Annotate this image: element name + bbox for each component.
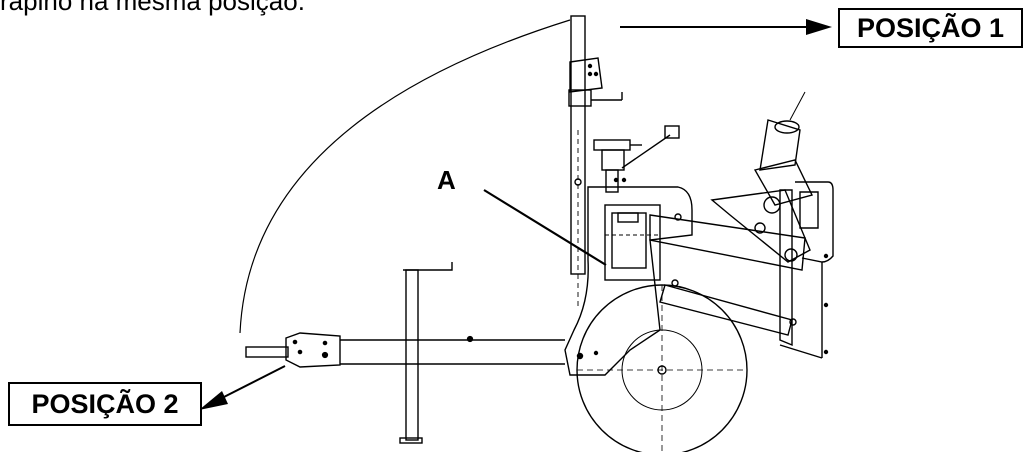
tongue-position-2 [245, 332, 565, 368]
ground-wheel [576, 284, 748, 452]
upper-plate [604, 204, 661, 281]
jack-stand [399, 262, 453, 444]
hydraulic-fitting [593, 125, 680, 193]
linkage-and-actuator [649, 91, 834, 359]
position-1-label: POSIÇÃO 1 [838, 8, 1023, 48]
mast-position-1 [568, 15, 623, 310]
position-2-label: POSIÇÃO 2 [8, 382, 202, 426]
arrow-position-2 [199, 365, 286, 410]
part-a-label: A [437, 165, 456, 195]
swing-arc [239, 19, 571, 334]
arrow-position-1 [620, 19, 832, 35]
caption-text: rapino na mesma posição. [0, 0, 305, 16]
